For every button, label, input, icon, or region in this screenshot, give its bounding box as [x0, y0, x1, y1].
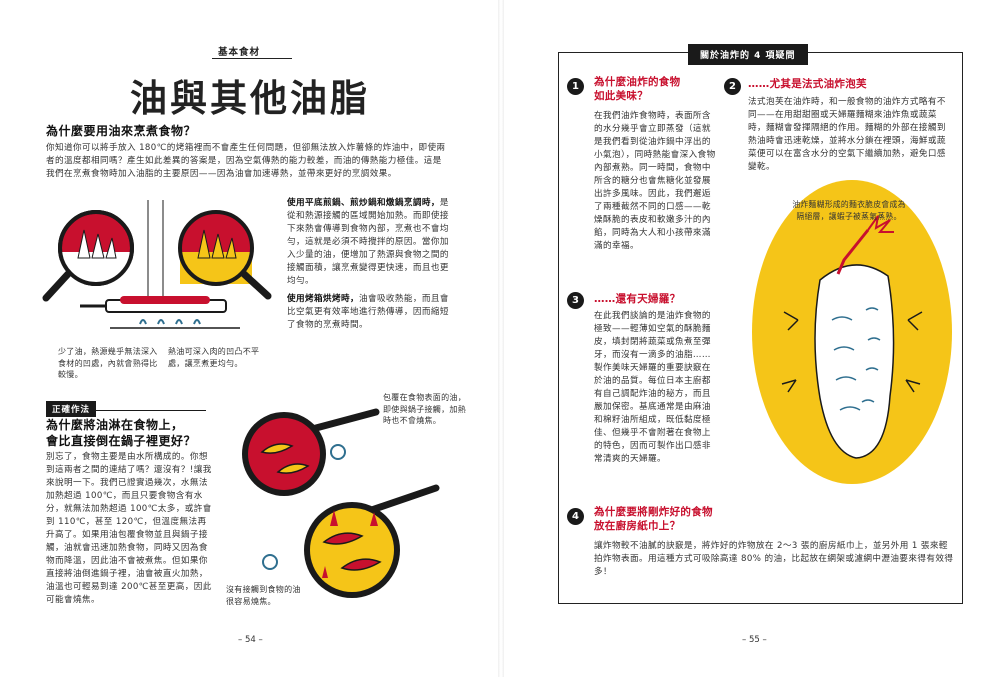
category-label: 基本食材	[218, 47, 261, 58]
question-4-title: 為什麼要將剛炸好的食物 放在廚房紙巾上？	[594, 505, 713, 533]
section2-body: 別忘了，食物主要是由水所構成的。你想到這兩者之間的連結了嗎？還沒有？!讓我來說明…	[46, 452, 212, 605]
section2-heading-line1: 為什麼將油淋在食物上，	[46, 418, 184, 432]
question-3-body: 在此我們談論的是油炸食物的極致——輕薄如空氣的酥脆麵皮，填封閉將蔬菜或魚煮至彈牙…	[594, 311, 711, 464]
question-3-title: ……還有天婦羅？	[594, 293, 681, 305]
question-1-title: 為什麼油炸的食物 如此美味？	[594, 75, 680, 103]
shrimp	[781, 215, 923, 459]
oven-text-body: 油會吸收熱能，而且會比空氣更有效率地進行熱傳導，因而縮短了食物的烹煮時間。	[287, 294, 449, 330]
question-4-title-line2: 放在廚房紙巾上？	[594, 520, 681, 532]
section1-body: 你知道你可以將手放入 180℃的烤箱裡而不會產生任何問題，但卻無法放入炸薯條的炸…	[46, 143, 446, 179]
pan-text-body: 是從和熱源接觸的區域開始加熱。而即使接下來熱會傳導到食物內部，烹煮也不會均勻，這…	[287, 198, 449, 286]
question-1-title-line2: 如此美味？	[594, 90, 648, 102]
caption-without-oil: 少了油，熱源幾乎無法深入食材的凹處，內就會熟得比較慢。	[58, 347, 158, 379]
question-2-title: ……尤其是法式油炸泡芙	[748, 78, 867, 90]
pan-text-heading: 使用平底煎鍋、煎炒鍋和燉鍋烹調時，	[287, 198, 440, 208]
question-4-body: 讓炸物較不油膩的訣竅是，將炸好的炸物放在 2～3 張的廚房紙巾上，並另外用 1 …	[594, 541, 954, 577]
question-3-number: 3	[567, 292, 584, 309]
pan-with-bare-oil	[262, 484, 440, 598]
page-number-right: – 55 –	[742, 635, 767, 645]
question-2-number: 2	[724, 78, 741, 95]
page-gutter	[498, 0, 504, 677]
faq-box-header: 關於油炸的 4 項疑問	[688, 44, 808, 65]
question-1-body: 在我們油炸食物時，表面所含的水分幾乎會立即蒸發（這就是我們看到從油炸鍋中浮出的小…	[594, 111, 716, 251]
frying-pans-illustration	[242, 408, 440, 598]
caption-bare-oil: 沒有接觸到食物的油很容易燒焦。	[226, 585, 301, 606]
question-1-number: 1	[567, 78, 584, 95]
shrimp-caption: 油炸麵糊形成的麵衣脆皮會成為隔絕層，讓蝦子被蒸氣蒸熟。	[792, 200, 906, 221]
oven-text-heading: 使用烤箱烘烤時，	[287, 294, 359, 304]
question-1-title-line1: 為什麼油炸的食物	[594, 76, 681, 88]
pan-with-coated-food	[242, 408, 380, 496]
question-4-number: 4	[567, 508, 584, 525]
category-rule	[212, 58, 292, 59]
section2-heading-line2: 會比直接倒在鍋子裡更好？	[46, 434, 197, 448]
method-tag: 正確作法	[46, 401, 97, 417]
caption-coated-food: 包覆在食物表面的油，即使與鍋子接觸，加熱時也不會燒焦。	[383, 393, 466, 425]
magnifier-with-oil	[178, 210, 272, 300]
page-title: 油與其他油脂	[130, 76, 370, 120]
caption-with-oil: 熱油可深入肉的凹凸不平處，讓烹煮更均勻。	[168, 347, 260, 368]
section2-heading: 為什麼將油淋在食物上， 會比直接倒在鍋子裡更好？	[46, 417, 196, 449]
section1-heading: 為什麼要用油來烹煮食物？	[46, 124, 197, 138]
oven-text: 使用烤箱烘烤時，油會吸收熱能，而且會比空氣更有效率地進行熱傳導，因而縮短了食物的…	[287, 293, 457, 332]
question-2-body: 法式泡芙在油炸時，和一般食物的油炸方式略有不同——在用甜甜圈或天婦羅麵糊來油炸魚…	[748, 97, 946, 172]
tag-rule	[46, 410, 206, 411]
page-number-left: – 54 –	[238, 635, 263, 645]
question-4-title-line1: 為什麼要將剛炸好的食物	[594, 506, 713, 518]
pan-text: 使用平底煎鍋、煎炒鍋和燉鍋烹調時，是從和熱源接觸的區域開始加熱。而即使接下來熱會…	[287, 197, 457, 288]
magnifier-without-oil	[42, 210, 134, 302]
burner-pan	[80, 296, 240, 329]
magnifier-illustration	[42, 200, 272, 329]
tempura-shrimp-illustration	[752, 180, 952, 484]
